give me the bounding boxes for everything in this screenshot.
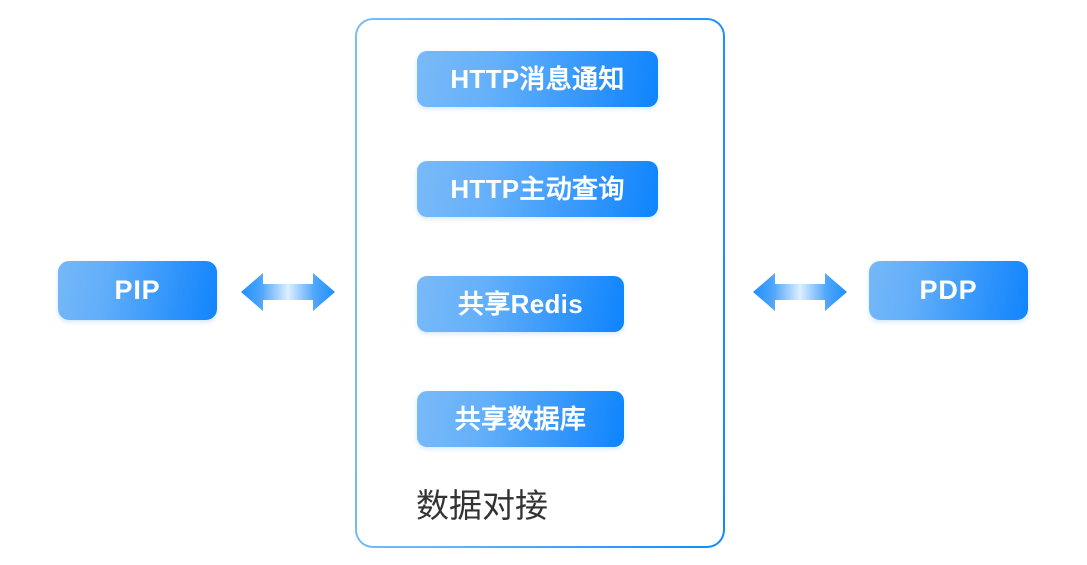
node-pip[interactable]: PIP <box>58 261 217 320</box>
item-http-notify[interactable]: HTTP消息通知 <box>417 51 658 107</box>
item-shared-database[interactable]: 共享数据库 <box>417 391 624 447</box>
item-shared-redis[interactable]: 共享Redis <box>417 276 624 332</box>
double-headed-arrow-icon-right <box>753 271 847 313</box>
node-pip-label: PIP <box>114 275 161 305</box>
item-shared-database-label: 共享数据库 <box>454 404 587 434</box>
item-shared-redis-label: 共享Redis <box>458 289 583 319</box>
container-caption: 数据对接 <box>416 487 548 524</box>
item-http-notify-label: HTTP消息通知 <box>450 64 625 94</box>
node-pdp[interactable]: PDP <box>869 261 1028 320</box>
data-integration-container: HTTP消息通知 HTTP主动查询 共享Redis 共享数据库 数据对接 <box>355 18 725 548</box>
double-headed-arrow-icon-left <box>241 271 335 313</box>
item-http-query-label: HTTP主动查询 <box>450 174 625 204</box>
node-pdp-label: PDP <box>919 275 978 305</box>
item-http-query[interactable]: HTTP主动查询 <box>417 161 658 217</box>
